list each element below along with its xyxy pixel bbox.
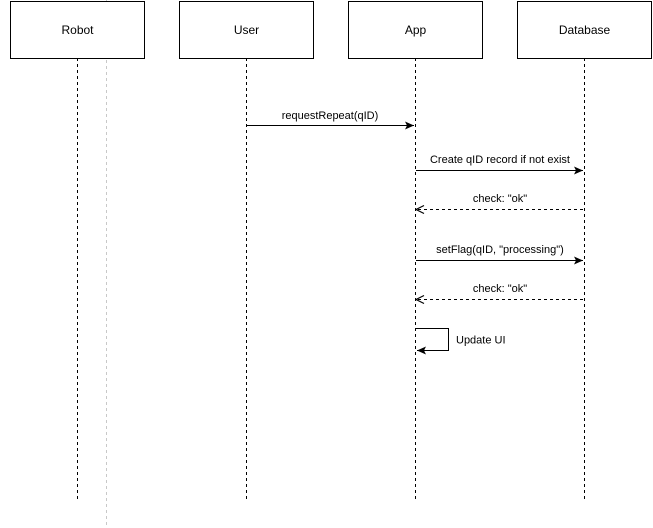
message-label: setFlag(qID, "processing") <box>436 244 564 256</box>
message-label: check: "ok" <box>473 283 527 295</box>
message-arrow <box>416 328 449 355</box>
message-request-repeat: requestRepeat(qID) <box>247 110 414 130</box>
participant-box <box>179 1 314 59</box>
participant-database: Database <box>517 1 652 59</box>
message-create-record: Create qID record if not exist <box>416 154 583 175</box>
message-label: Create qID record if not exist <box>430 154 570 166</box>
participant-label: Database <box>559 23 611 37</box>
message-label: check: "ok" <box>473 193 527 205</box>
participant-box <box>348 1 483 59</box>
participant-label: App <box>405 23 427 37</box>
participant-app: App <box>348 1 483 59</box>
message-update-ui: Update UI <box>416 328 506 355</box>
participant-box <box>10 1 145 59</box>
message-check-ok-2: check: "ok" <box>416 283 583 300</box>
participant-box <box>517 1 652 59</box>
participant-user: User <box>179 1 314 59</box>
message-set-flag: setFlag(qID, "processing") <box>416 244 583 265</box>
message-label: Update UI <box>456 335 506 347</box>
participant-robot: Robot <box>10 1 145 59</box>
message-check-ok-1: check: "ok" <box>416 193 583 210</box>
message-label: requestRepeat(qID) <box>282 110 379 122</box>
participant-label: Robot <box>61 23 94 37</box>
participant-label: User <box>234 23 259 37</box>
